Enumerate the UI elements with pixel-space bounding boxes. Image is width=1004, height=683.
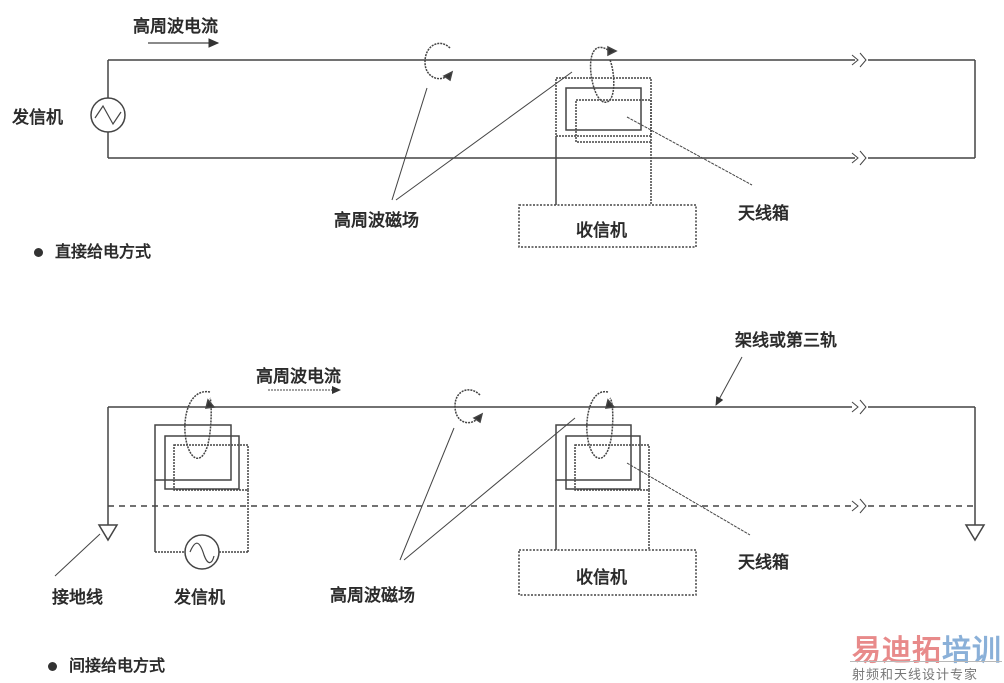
top-field-label: 高周波磁场 [334,211,419,231]
ac-source-icon [90,97,126,133]
ground-label: 接地线 [52,588,103,608]
ground-leader-line [54,533,101,577]
wire-label: 架线或第三轨 [735,331,837,351]
sine-wave-icon [94,104,122,126]
watermark-brand: 易迪拓培训 [852,627,1002,669]
top-current-label: 高周波电流 [133,17,218,37]
magnetic-field-loop [424,42,451,80]
bottom-current-label: 高周波电流 [256,367,341,387]
ac-source-icon [184,534,220,570]
field-leader-line [399,427,455,561]
magnetic-field-loop [589,46,615,103]
magnetic-field-loop [586,391,614,459]
ground-icon [97,524,119,542]
antenna-leader-line [626,116,753,186]
receiver-box [518,549,697,596]
top-circuit [90,38,976,248]
antenna-box-mid [565,87,642,131]
bottom-caption: 间接给电方式 [48,652,165,676]
sine-wave-icon [189,542,215,564]
bottom-field-label: 高周波磁场 [330,586,415,606]
bottom-circuit [54,356,986,596]
bottom-receiver-label: 收信机 [576,568,627,588]
watermark-divider [850,661,1002,662]
field-leader-line [395,71,573,201]
bullet-icon [34,248,43,257]
field-leader-line [391,87,428,201]
ground-icon [964,524,986,542]
bottom-caption-text: 间接给电方式 [69,656,166,675]
bottom-antenna-label: 天线箱 [738,553,789,573]
magnetic-field-loop [184,391,212,459]
break-symbol [851,399,867,514]
top-transmitter-label: 发信机 [12,108,63,128]
receiver-box [518,204,697,248]
top-receiver-label: 收信机 [576,221,627,241]
wire-leader-line [715,356,743,406]
top-caption: 直接给电方式 [34,238,151,262]
top-caption-text: 直接给电方式 [55,242,152,261]
magnetic-field-loop [454,389,481,424]
field-leader-line [403,417,576,561]
watermark-tagline: 射频和天线设计专家 [852,668,979,683]
top-antenna-label: 天线箱 [738,204,789,224]
antenna-leader-line [626,462,751,536]
bullet-icon [48,662,57,671]
bottom-transmitter-label: 发信机 [174,588,225,608]
break-symbol [851,52,867,166]
antenna-box-outer [555,77,652,137]
antenna-box-inner [575,99,652,143]
